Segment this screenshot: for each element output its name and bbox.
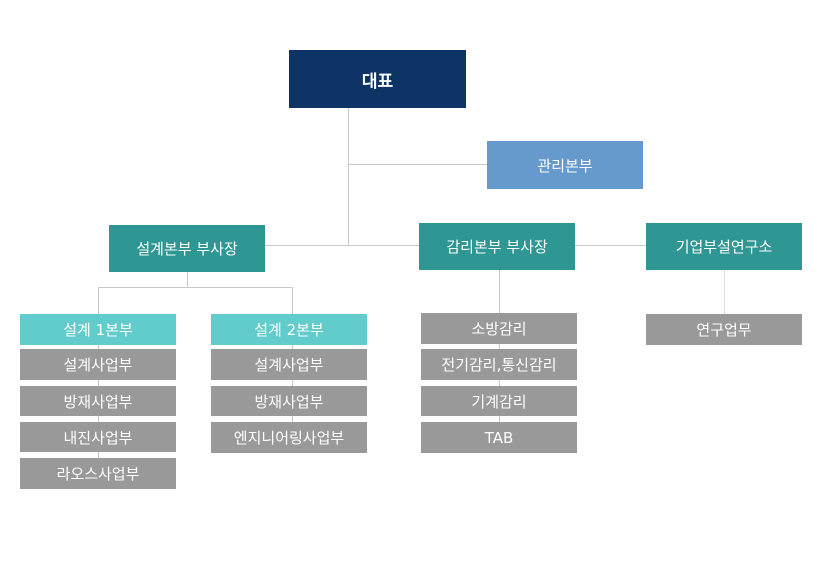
connector-div2-down <box>292 287 293 314</box>
supervision-vp-box: 감리본부 부사장 <box>419 223 575 270</box>
ceo-box: 대표 <box>289 50 466 108</box>
supervision-team: TAB <box>421 422 577 453</box>
supervision-team: 전기감리,통신감리 <box>421 349 577 380</box>
connector-design-down <box>187 272 188 287</box>
connector-design-split <box>98 287 293 288</box>
design-vp-box: 설계본부 부사장 <box>109 225 265 272</box>
design-div1-team: 라오스사업부 <box>20 458 176 489</box>
research-team: 연구업무 <box>646 314 802 345</box>
connector-div1-down <box>98 287 99 314</box>
connector-supervision-down <box>499 270 500 314</box>
design-div2-box: 설계 2본부 <box>211 314 367 345</box>
design-div1-box: 설계 1본부 <box>20 314 176 345</box>
connector-management <box>348 164 488 165</box>
connector-research-down <box>724 270 725 314</box>
design-div2-team: 엔지니어링사업부 <box>211 422 367 453</box>
supervision-team: 소방감리 <box>421 313 577 344</box>
design-div1-team: 방재사업부 <box>20 386 176 416</box>
design-div2-team: 방재사업부 <box>211 386 367 416</box>
design-div1-team: 설계사업부 <box>20 349 176 380</box>
research-institute-box: 기업부설연구소 <box>646 223 802 270</box>
design-div2-team: 설계사업부 <box>211 349 367 380</box>
management-box: 관리본부 <box>487 141 643 189</box>
connector-ceo-vertical <box>348 108 349 245</box>
supervision-team: 기계감리 <box>421 386 577 416</box>
design-div1-team: 내진사업부 <box>20 422 176 452</box>
